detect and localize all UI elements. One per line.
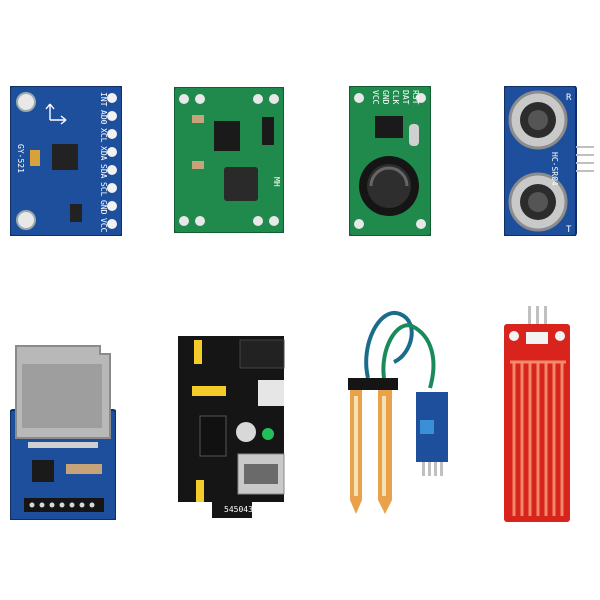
resistor-array <box>66 464 102 474</box>
jumper <box>192 386 226 396</box>
power-led <box>262 428 274 440</box>
pin-label: XCL <box>99 128 108 143</box>
pin-label: DAT <box>401 90 410 105</box>
capacitor <box>30 150 40 166</box>
board-silk-label: GY-521 <box>16 144 25 173</box>
terminal-pad <box>195 216 205 226</box>
mpu-gyro-module: INT AD0 XCL XDA SDA SCL GND VCC <box>10 86 122 236</box>
resistor <box>192 115 204 123</box>
pin-label: INT <box>99 92 108 107</box>
pin-label: XDA <box>99 146 108 161</box>
resistor <box>192 161 204 169</box>
jumper <box>196 480 204 502</box>
regulator-chip <box>214 121 240 151</box>
pin-label: VCC <box>99 218 108 233</box>
sensor-traces <box>512 362 564 516</box>
terminal-pad <box>269 94 279 104</box>
soil-moisture-module <box>340 300 454 520</box>
breadboard-power-module: 545043 <box>172 336 290 518</box>
pin-header <box>24 498 104 512</box>
pin-label: SDA <box>99 164 108 179</box>
regulator-chip <box>199 415 227 457</box>
pin-label: SCL <box>99 182 108 197</box>
pin-header <box>576 146 594 172</box>
pin-label: GND <box>381 90 390 105</box>
jumper <box>194 340 202 364</box>
crystal <box>409 124 419 146</box>
pin-label: CLK <box>391 90 400 105</box>
ultrasonic-sensor-module: HC-SR04 R T <box>504 86 596 236</box>
pin-header <box>107 93 117 229</box>
sd-card-module <box>10 340 116 520</box>
pin-label: GND <box>99 200 108 215</box>
pin-header <box>528 306 547 324</box>
mount-hole <box>16 92 36 112</box>
capacitor <box>236 422 256 442</box>
terminal-pad <box>195 94 205 104</box>
rtc-clock-module: VCC GND CLK DAT RST <box>349 86 431 236</box>
potentiometer <box>420 420 434 434</box>
water-level-module <box>504 306 570 522</box>
regulator-chip <box>32 460 54 482</box>
side-label: T <box>566 225 572 235</box>
pin-header <box>422 462 443 476</box>
pin-label: VCC <box>371 90 380 105</box>
inductor <box>224 167 258 201</box>
clock-chip <box>375 116 403 138</box>
terminal-pad <box>253 216 263 226</box>
terminal-pad <box>179 216 189 226</box>
dcdc-converter-module: MH <box>174 87 284 233</box>
probe-wire <box>381 323 436 389</box>
dc-jack <box>239 339 285 369</box>
mount-hole <box>16 210 36 230</box>
board-silk-label: 545043 <box>224 505 253 514</box>
pin-label: RST <box>411 90 420 105</box>
board-silk-label: MH <box>272 177 281 187</box>
pin-label: AD0 <box>99 110 108 125</box>
board-silk-label: HC-SR04 <box>550 152 559 186</box>
diode <box>262 117 274 145</box>
power-switch <box>258 380 284 406</box>
terminal-pad <box>179 94 189 104</box>
terminal-pad <box>269 216 279 226</box>
regulator-chip <box>70 204 82 222</box>
terminal-pad <box>253 94 263 104</box>
sensor-chip <box>52 144 78 170</box>
probe-wire <box>364 310 414 379</box>
side-label: R <box>566 93 572 103</box>
